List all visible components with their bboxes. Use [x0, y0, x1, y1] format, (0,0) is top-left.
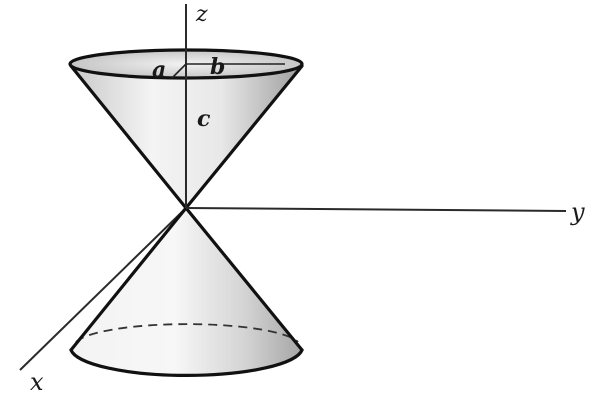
radius-a-label: a — [152, 57, 166, 83]
x-axis — [19, 207, 187, 371]
lower-cone-surface — [71, 208, 302, 376]
x-axis-label: x — [30, 368, 44, 396]
y-axis-label: y — [570, 198, 585, 226]
lower-cone-left-edge — [69, 206, 188, 352]
z-axis-label: z — [195, 2, 208, 27]
radius-b-label: b — [210, 54, 225, 80]
lower-cone-rim — [69, 348, 304, 377]
radius-a-line — [171, 63, 187, 79]
height-c-label: c — [197, 106, 211, 132]
lower-cone-right-edge — [184, 206, 304, 352]
upper-cone-left-edge — [69, 64, 188, 210]
upper-cone-right-edge — [184, 64, 304, 210]
lower-cone-hidden-rim — [75, 323, 299, 343]
y-axis — [185, 207, 567, 212]
